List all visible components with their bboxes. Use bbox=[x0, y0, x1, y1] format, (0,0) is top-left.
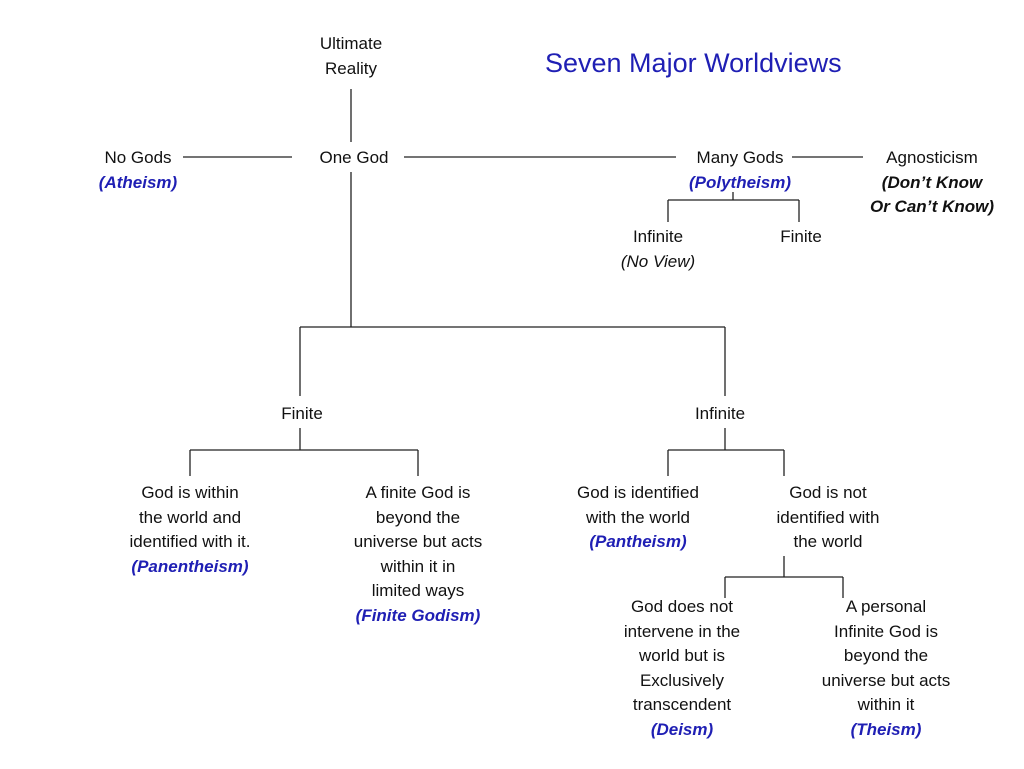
node-finite-godism-line-5: limited ways bbox=[371, 581, 465, 600]
node-deism-line-2: intervene in the bbox=[623, 621, 741, 641]
node-pantheism: God is identified with the world (Panthe… bbox=[558, 481, 718, 555]
node-no-gods-label: No Gods bbox=[104, 148, 172, 167]
node-theism-line-5: within it bbox=[857, 695, 915, 714]
node-panentheism-tag: (Panentheism) bbox=[131, 556, 249, 576]
node-poly-infinite-label: Infinite bbox=[632, 227, 684, 246]
node-not-identified-line-2: identified with bbox=[776, 507, 880, 527]
node-finite-godism-tag: (Finite Godism) bbox=[355, 605, 481, 625]
node-poly-infinite-note: (No View) bbox=[620, 251, 696, 271]
node-theism-tag: (Theism) bbox=[850, 719, 922, 739]
node-finite-godism-line-3: universe but acts bbox=[353, 532, 483, 551]
node-finite-godism-line-4: within it in bbox=[380, 556, 456, 576]
node-ultimate-line-1: Ultimate bbox=[319, 34, 383, 53]
node-not-identified-line-1: God is not bbox=[789, 483, 867, 502]
node-theism-line-4: universe but acts bbox=[821, 670, 951, 690]
node-agnosticism-tag-line-1: (Don’t Know bbox=[881, 172, 983, 192]
node-panentheism-line-1: God is within bbox=[141, 483, 239, 502]
node-not-identified: God is not identified with the world bbox=[758, 481, 898, 555]
node-ultimate-reality: Ultimate Reality bbox=[301, 32, 401, 81]
node-no-gods-tag: (Atheism) bbox=[98, 172, 178, 192]
node-agnosticism-tag-line-2: Or Can’t Know) bbox=[869, 197, 995, 216]
node-deism-tag: (Deism) bbox=[650, 719, 714, 739]
node-pantheism-line-1: God is identified bbox=[577, 483, 699, 502]
node-theism: A personal Infinite God is beyond the un… bbox=[801, 595, 971, 742]
node-finite: Finite bbox=[262, 402, 342, 427]
node-one-god: One God bbox=[299, 146, 409, 171]
node-ultimate-line-2: Reality bbox=[325, 58, 377, 78]
node-poly-infinite: Infinite (No View) bbox=[608, 225, 708, 274]
node-panentheism-line-2: the world and bbox=[138, 507, 242, 527]
node-theism-line-2: Infinite God is bbox=[834, 621, 938, 641]
node-deism-line-3: world but is bbox=[639, 646, 725, 665]
node-poly-finite-label: Finite bbox=[780, 227, 822, 246]
node-deism-line-5: transcendent bbox=[632, 695, 732, 714]
node-finite-godism-line-1: A finite God is bbox=[365, 483, 471, 502]
node-agnosticism: Agnosticism (Don’t Know Or Can’t Know) bbox=[857, 146, 1007, 220]
node-finite-label: Finite bbox=[281, 404, 323, 423]
node-infinite-label: Infinite bbox=[694, 404, 746, 423]
node-theism-line-3: beyond the bbox=[843, 646, 929, 665]
diagram-title: Seven Major Worldviews bbox=[545, 48, 842, 78]
node-many-gods: Many Gods (Polytheism) bbox=[670, 146, 810, 195]
node-pantheism-line-2: with the world bbox=[586, 507, 690, 527]
node-deism-line-4: Exclusively bbox=[639, 670, 725, 690]
node-panentheism: God is within the world and identified w… bbox=[100, 481, 280, 579]
node-finite-godism-line-2: beyond the bbox=[375, 507, 461, 527]
node-not-identified-line-3: the world bbox=[793, 532, 863, 551]
node-agnosticism-label: Agnosticism bbox=[886, 148, 978, 167]
node-many-gods-tag: (Polytheism) bbox=[688, 172, 792, 192]
node-poly-finite: Finite bbox=[761, 225, 841, 250]
node-pantheism-tag: (Pantheism) bbox=[589, 532, 687, 551]
node-deism-line-1: God does not bbox=[630, 597, 734, 616]
node-many-gods-label: Many Gods bbox=[696, 148, 784, 167]
node-finite-godism: A finite God is beyond the universe but … bbox=[333, 481, 503, 628]
node-infinite: Infinite bbox=[670, 402, 770, 427]
node-no-gods: No Gods (Atheism) bbox=[83, 146, 193, 195]
node-panentheism-line-3: identified with it. bbox=[129, 532, 251, 551]
node-theism-line-1: A personal bbox=[845, 597, 927, 616]
node-deism: God does not intervene in the world but … bbox=[607, 595, 757, 742]
node-one-god-label: One God bbox=[319, 148, 389, 167]
